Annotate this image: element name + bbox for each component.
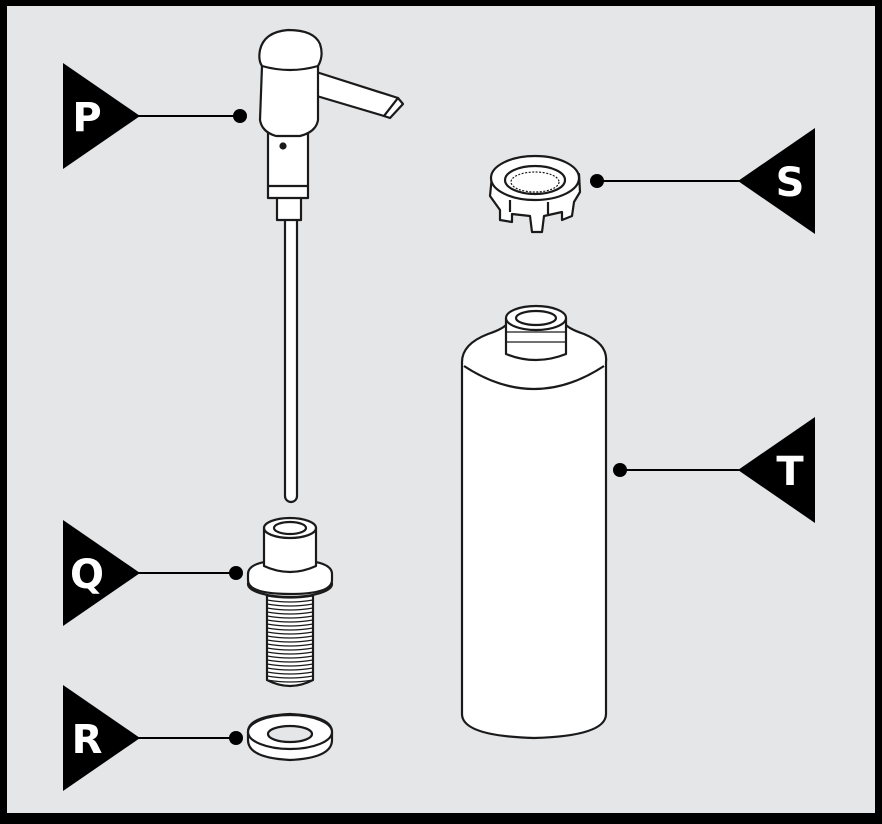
thread-line [266, 671, 314, 675]
thread-line [266, 627, 314, 631]
thread-line [266, 623, 314, 627]
threaded-shank-part [246, 516, 334, 688]
thread-line [266, 611, 314, 615]
thread-line [266, 659, 314, 663]
callout-triangle-t [738, 417, 815, 523]
callout-triangle-q [63, 520, 140, 626]
thread-line [266, 635, 314, 639]
thread-line [266, 647, 314, 651]
callout-s: S [738, 128, 815, 234]
thread-line [266, 603, 314, 607]
thread-line [266, 663, 314, 667]
thread-line [266, 651, 314, 655]
thread-line [266, 679, 314, 683]
callout-label-q: Q [70, 552, 104, 598]
leader-dot-t [613, 463, 627, 477]
thread-line [266, 619, 314, 623]
thread-line [266, 639, 314, 643]
thread-line [266, 655, 314, 659]
washer-part [246, 712, 334, 762]
callout-label-p: P [72, 95, 101, 141]
thread-line [266, 631, 314, 635]
leader-dots [229, 109, 627, 745]
callout-triangle-s [738, 128, 815, 234]
leader-dot-r [229, 731, 243, 745]
bottle-nut-part [488, 154, 582, 234]
callout-r: R [63, 685, 140, 791]
callout-t: T [738, 417, 815, 523]
thread-line [266, 667, 314, 671]
pump-head-part [258, 28, 405, 504]
leader-lines [130, 115, 750, 739]
bottle-part [460, 304, 608, 740]
leader-dot-p [233, 109, 247, 123]
callout-label-s: S [776, 160, 805, 206]
thread-line [266, 675, 314, 679]
callout-p: P [63, 63, 140, 169]
callout-triangle-r [63, 685, 140, 791]
thread-line [266, 615, 314, 619]
thread-line [266, 643, 314, 647]
leader-dot-s [590, 174, 604, 188]
thread-line [266, 599, 314, 603]
callout-q: Q [63, 520, 140, 626]
leader-dot-q [229, 566, 243, 580]
thread-line [266, 607, 314, 611]
callout-label-r: R [72, 717, 103, 763]
callout-label-t: T [776, 449, 804, 495]
panel [7, 6, 875, 813]
callout-triangle-p [63, 63, 140, 169]
